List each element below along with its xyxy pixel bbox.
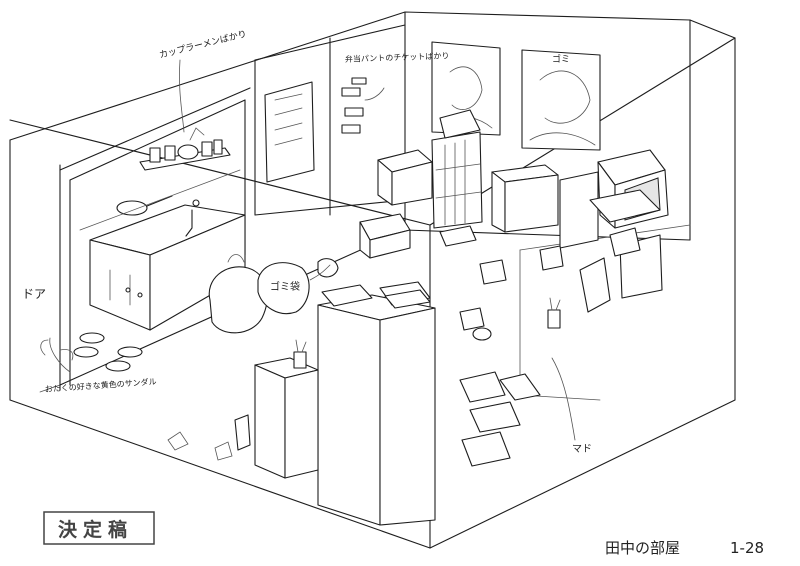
window-label: マド xyxy=(572,444,592,455)
leader-lines xyxy=(49,59,576,441)
bento-label: 弁当パントのチケットばかり xyxy=(345,50,450,64)
sandals xyxy=(40,332,143,372)
final-draft-stamp xyxy=(43,511,155,545)
clutter xyxy=(167,225,641,467)
cut-number: 1-28 xyxy=(730,539,764,557)
door-label: ドア xyxy=(22,287,46,301)
trash-bags xyxy=(208,254,339,334)
back-wall xyxy=(254,24,601,216)
furniture xyxy=(254,109,669,526)
trash-bag-label: ゴミ袋 xyxy=(270,280,300,293)
cup-ramen-label: カップラーメンばかり xyxy=(158,29,248,61)
final-draft-stamp-text: 決定稿 xyxy=(58,518,133,541)
sandals-label: おたくの好きな黄色のサンダル xyxy=(44,376,156,394)
poster-text: ゴミ xyxy=(552,53,570,65)
scene-title: 田中の部屋 xyxy=(605,539,680,557)
kitchen-wall xyxy=(59,87,251,391)
